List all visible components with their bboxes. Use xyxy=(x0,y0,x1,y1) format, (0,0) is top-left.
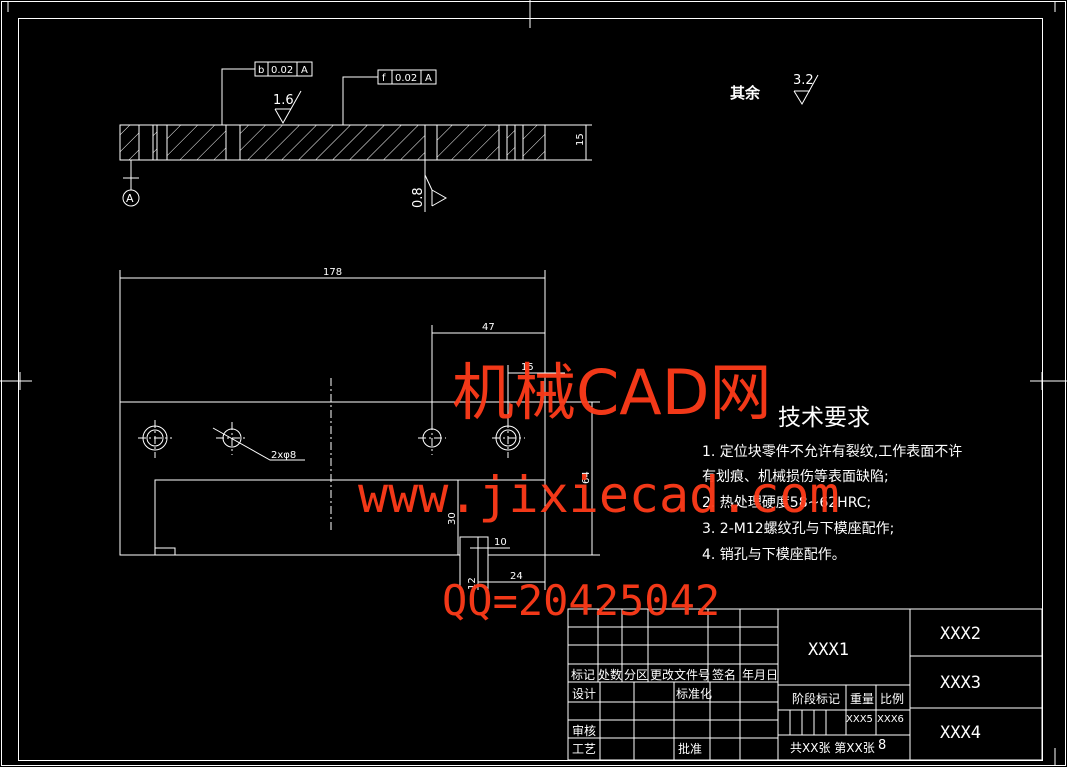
requirement-item: 3. 2-M12螺纹孔与下模座配作; xyxy=(702,521,895,537)
tb-sheets: 共XX张 第XX张 xyxy=(790,741,875,755)
gdt1-datum: A xyxy=(301,65,308,76)
tb-standardize: 标准化 xyxy=(676,687,713,701)
tb-header-mark: 标记 xyxy=(571,668,596,682)
dim-15: 15 xyxy=(521,362,534,373)
dim-64: 64 xyxy=(581,471,592,484)
tb-weight: 重量 xyxy=(850,692,875,706)
section-view xyxy=(119,61,819,212)
tb-approve: 批准 xyxy=(678,742,703,756)
tb-header-sign: 签名 xyxy=(712,668,737,682)
dim-2xphi8: 2xφ8 xyxy=(271,450,296,461)
title-block-lines xyxy=(567,608,1043,761)
gdt2-symbol: f xyxy=(382,73,386,84)
tb-stage-mark: 阶段标记 xyxy=(792,692,841,706)
tb-part-name: XXX1 xyxy=(808,640,849,660)
dim-178: 178 xyxy=(323,267,342,278)
requirements-title: 技术要求 xyxy=(778,405,870,431)
roughness-08: 0.8 xyxy=(411,187,426,208)
remaining-label: 其余 xyxy=(730,84,761,102)
tb-header-date: 年月日 xyxy=(742,668,779,682)
dim-24: 24 xyxy=(510,571,523,582)
tb-scale-value: XXX6 xyxy=(877,714,904,725)
tb-code-3: XXX4 xyxy=(940,723,981,743)
plan-view xyxy=(119,270,600,590)
tb-code-1: XXX2 xyxy=(940,624,981,644)
tb-sheet-num: 8 xyxy=(878,738,887,753)
dim-10: 10 xyxy=(494,537,507,548)
tb-header-zone: 分区 xyxy=(624,668,649,682)
tb-design: 设计 xyxy=(572,687,597,701)
requirement-item: 有划痕、机械损伤等表面缺陷; xyxy=(702,469,889,485)
watermark-brand: 机械CAD网 xyxy=(452,356,772,429)
tb-scale: 比例 xyxy=(880,692,905,706)
dim-12: 12 xyxy=(467,577,478,590)
requirement-item: 1. 定位块零件不允许有裂纹,工作表面不许 xyxy=(702,444,963,460)
tb-code-2: XXX3 xyxy=(940,673,981,693)
dim-thickness: 15 xyxy=(575,133,586,146)
roughness-32: 3.2 xyxy=(793,73,814,88)
gdt1-tolerance: 0.02 xyxy=(271,65,293,76)
gdt2-tolerance: 0.02 xyxy=(395,73,417,84)
gdt2-datum: A xyxy=(425,73,432,84)
watermark-url: www.jixiecad.com xyxy=(358,466,840,524)
tb-header-change: 更改文件号 xyxy=(650,668,711,682)
dim-30: 30 xyxy=(447,512,458,525)
requirement-item: 4. 销孔与下模座配作。 xyxy=(702,547,846,563)
tb-process: 工艺 xyxy=(572,742,597,756)
gdt1-symbol: b xyxy=(258,65,264,76)
tb-review: 审核 xyxy=(572,724,597,738)
watermark-qq: QQ=20425042 xyxy=(442,576,721,625)
dim-47: 47 xyxy=(482,322,495,333)
tb-weight-value: XXX5 xyxy=(846,714,873,725)
datum-a-label: A xyxy=(126,192,134,205)
roughness-16: 1.6 xyxy=(273,93,294,108)
tb-header-count: 处数 xyxy=(598,668,623,682)
requirement-item: 2. 热处理硬度58~62HRC; xyxy=(702,495,872,511)
